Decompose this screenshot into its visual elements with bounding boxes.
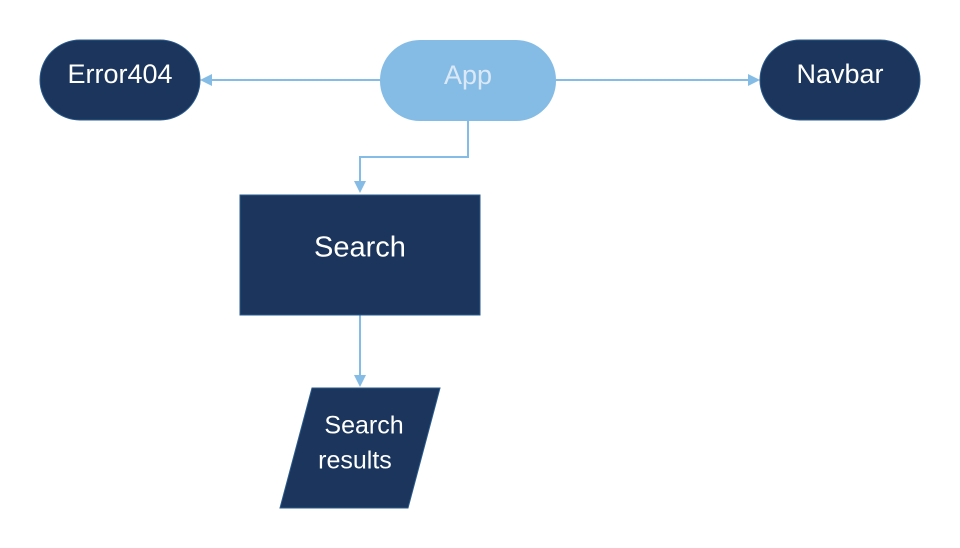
node-label-error404: Error404 (67, 59, 172, 89)
node-search-results[interactable]: Search results (279, 387, 441, 509)
node-label-search-results-line1: Search (324, 412, 403, 440)
node-search[interactable]: Search (239, 194, 481, 316)
node-app[interactable]: App (380, 40, 556, 121)
node-label-search-results-line2: results (318, 447, 392, 475)
edge-app-to-search (354, 121, 469, 193)
node-label-search: Search (314, 232, 406, 264)
terminator-shape (759, 39, 921, 121)
connectors (200, 74, 760, 387)
node-error404[interactable]: Error404 (39, 39, 201, 121)
data-shape (279, 387, 441, 509)
process-shape (239, 194, 481, 316)
node-navbar[interactable]: Navbar (759, 39, 921, 121)
terminator-shape (39, 39, 201, 121)
node-label-app: App (444, 60, 492, 90)
node-label-navbar: Navbar (796, 59, 883, 89)
terminator-shape (380, 40, 556, 121)
